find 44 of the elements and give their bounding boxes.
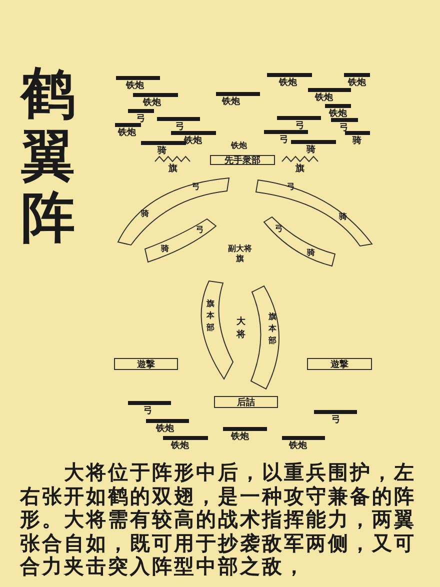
unit-label: 弓 — [340, 123, 348, 133]
unit-box: 遊撃 — [114, 358, 178, 370]
unit-label: 旗本部 — [268, 310, 277, 346]
unit-label: 弓 — [144, 406, 152, 416]
unit-label: 骑 — [307, 247, 315, 257]
unit-label: 弓 — [192, 181, 200, 191]
unit-box: 先手衆部 — [210, 155, 275, 165]
unit-box: 后詰 — [214, 396, 278, 408]
unit-label: 旗 — [236, 253, 244, 263]
unit-label: 铁炮 — [222, 97, 240, 107]
unit-label: 旗 — [168, 164, 178, 174]
unit-label: 弓 — [196, 224, 204, 234]
unit-label: 铁炮 — [348, 78, 366, 88]
unit-label: 铁炮 — [329, 109, 347, 119]
unit-label: 铁炮 — [118, 128, 136, 138]
unit-label: 铁炮 — [231, 140, 247, 150]
description-text: 大将位于阵形中后，以重兵围护，左右张开如鹤的双翅，是一种攻守兼备的阵形。大将需有较高的战术指挥能力，两翼张合自如，既可用于抄袭敌军两侧，又可合力夹击突入阵型中部之敌， — [20, 461, 417, 578]
unit-label: 骑 — [161, 243, 169, 253]
unit-label: 铁炮 — [143, 98, 161, 108]
unit-label: 铁炮 — [315, 93, 333, 103]
unit-label: 弓 — [176, 122, 184, 132]
unit-label: 铁炮 — [126, 81, 144, 91]
unit-label: 铁炮 — [289, 441, 307, 451]
unit-label: 弓 — [332, 415, 340, 425]
unit-label: 骑 — [339, 211, 347, 221]
unit-label: 骑 — [158, 146, 166, 156]
unit-label: 铁炮 — [156, 424, 174, 434]
title: 鹤翼阵 — [18, 62, 76, 248]
unit-label: 铁炮 — [231, 432, 249, 442]
unit-label: 弓 — [275, 223, 283, 233]
unit-label: 铁炮 — [184, 136, 202, 146]
unit-label: 铁炮 — [171, 441, 189, 451]
unit-label: 骑 — [141, 208, 149, 218]
unit-label: 弓 — [296, 121, 304, 131]
unit-label: 弓 — [280, 135, 288, 145]
unit-label: 骑 — [352, 136, 362, 146]
unit-label: 骑 — [306, 145, 316, 155]
unit-label: 副大将 — [228, 243, 252, 253]
unit-label: 铁炮 — [279, 78, 297, 88]
unit-label: 弓 — [136, 114, 146, 124]
unit-label: 旗本部 — [206, 297, 215, 333]
unit-label: 大将 — [236, 316, 246, 342]
unit-box: 遊撃 — [307, 358, 372, 370]
unit-label: 旗 — [296, 164, 304, 174]
